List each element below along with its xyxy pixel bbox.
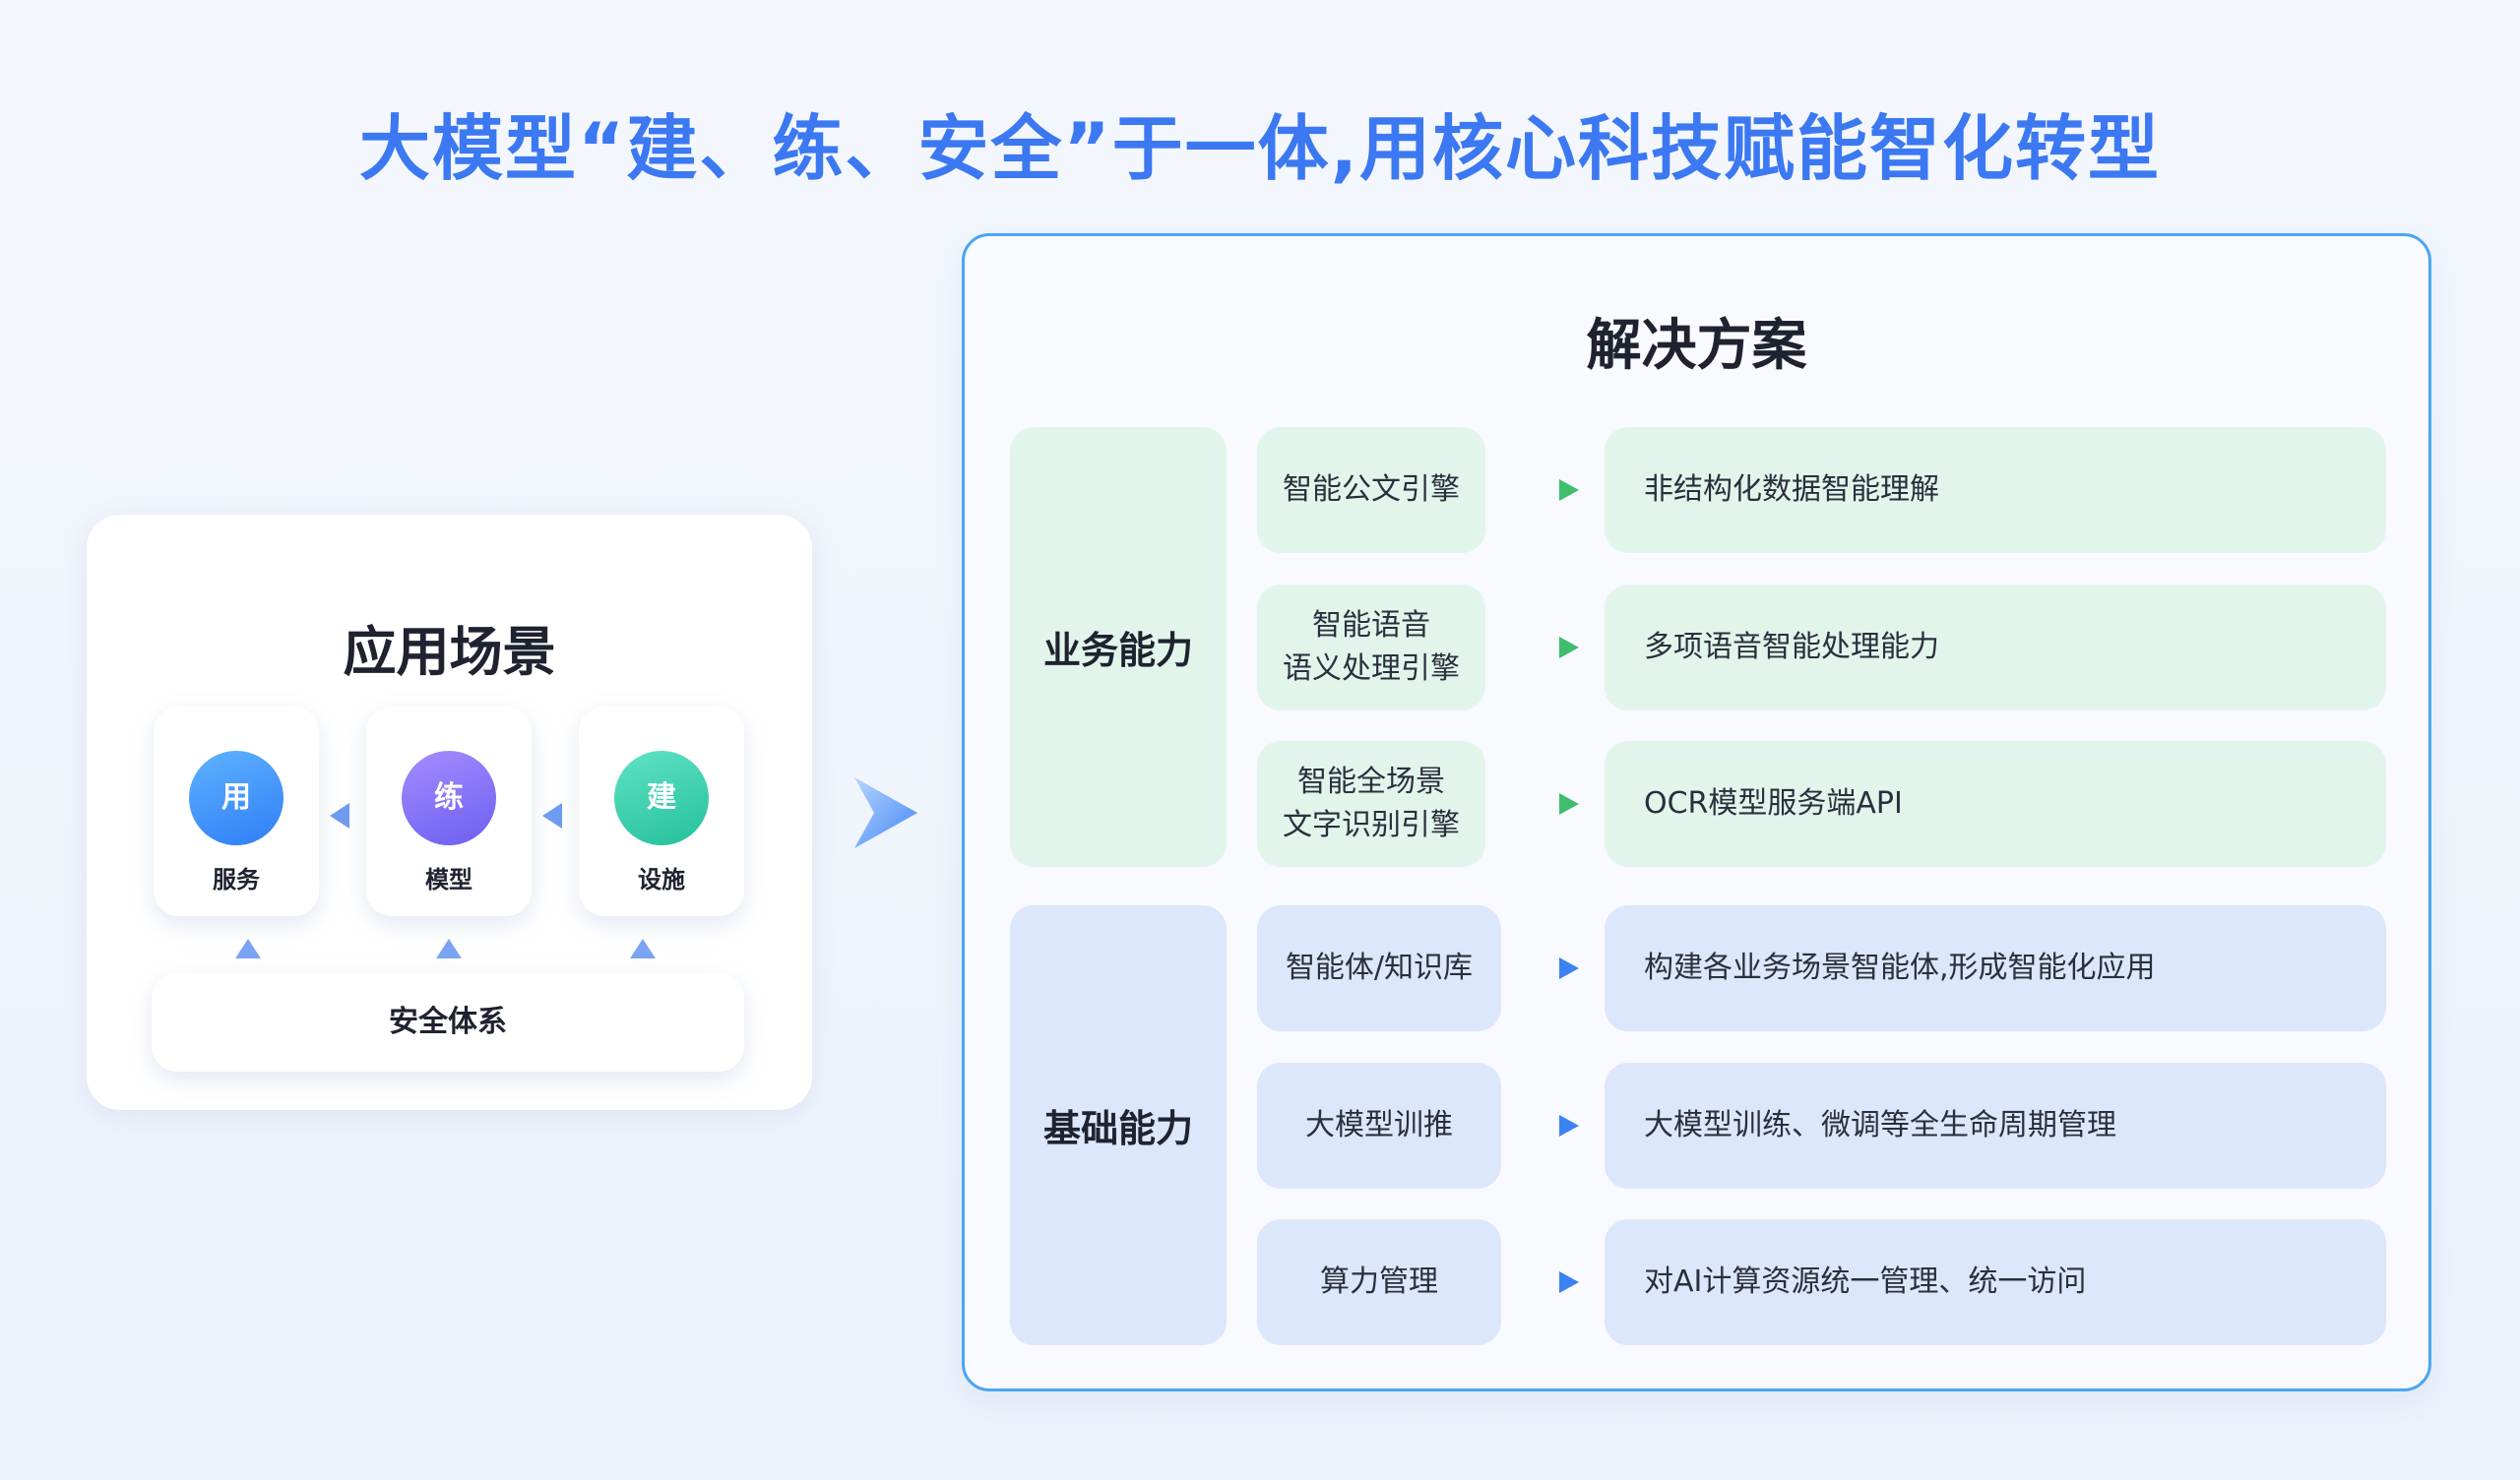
app-scenarios-title: 应用场景 (343, 621, 556, 683)
arrow-right-icon (1559, 637, 1579, 658)
engine-voice-line1: 智能语音 (1312, 608, 1430, 643)
engine-voice-line2: 语义处理引擎 (1283, 651, 1460, 686)
arrow-right-icon (1559, 479, 1579, 501)
flow-arrow-icon (854, 777, 917, 848)
page-title: 大模型“建、练、安全”于一体,用核心科技赋能智化转型 (359, 107, 2161, 190)
arrow-up-icon (235, 939, 261, 958)
service-icon: 用 (189, 751, 284, 845)
model-icon: 练 (402, 751, 496, 845)
infrastructure-card: 建 设施 (579, 707, 744, 916)
arrow-up-icon (630, 939, 656, 958)
arrow-up-icon (436, 939, 462, 958)
business-capability-label: 业务能力 (1010, 427, 1227, 867)
engine-ocr: 智能全场景 文字识别引擎 (1257, 741, 1485, 867)
arrow-left-icon (330, 803, 349, 829)
desc-agent-apps: 构建各业务场景智能体,形成智能化应用 (1605, 905, 2386, 1031)
desc-lifecycle: 大模型训练、微调等全生命周期管理 (1605, 1063, 2386, 1189)
engine-ocr-line1: 智能全场景 (1297, 765, 1445, 799)
arrow-left-icon (542, 803, 562, 829)
service-card: 用 服务 (154, 707, 319, 916)
app-scenarios-card: 应用场景 用 服务 练 模型 建 设施 安全体系 (87, 515, 812, 1110)
engine-voice: 智能语音 语义处理引擎 (1257, 585, 1485, 710)
arrow-right-icon (1559, 1115, 1579, 1137)
engine-model-training: 大模型训推 (1257, 1063, 1501, 1189)
desc-voice-processing: 多项语音智能处理能力 (1605, 585, 2386, 710)
desc-compute-management: 对AI计算资源统一管理、统一访问 (1605, 1219, 2386, 1345)
infrastructure-icon: 建 (614, 751, 709, 845)
service-label: 服务 (213, 866, 260, 894)
model-card: 练 模型 (366, 707, 532, 916)
arrow-right-icon (1559, 1271, 1579, 1293)
solution-title: 解决方案 (1586, 314, 1807, 378)
foundation-capability-label: 基础能力 (1010, 905, 1227, 1345)
engine-ocr-line2: 文字识别引擎 (1283, 808, 1460, 842)
engine-agent-knowledge: 智能体/知识库 (1257, 905, 1501, 1031)
infrastructure-label: 设施 (638, 866, 685, 894)
security-system-bar: 安全体系 (152, 973, 744, 1072)
arrow-right-icon (1559, 957, 1579, 979)
solution-panel: 解决方案 业务能力 基础能力 智能公文引擎 非结构化数据智能理解 智能语音 语义… (962, 233, 2431, 1391)
desc-ocr-api: OCR模型服务端API (1605, 741, 2386, 867)
engine-compute: 算力管理 (1257, 1219, 1501, 1345)
engine-document: 智能公文引擎 (1257, 427, 1485, 553)
model-label: 模型 (425, 866, 472, 894)
arrow-right-icon (1559, 793, 1579, 815)
desc-unstructured-data: 非结构化数据智能理解 (1605, 427, 2386, 553)
